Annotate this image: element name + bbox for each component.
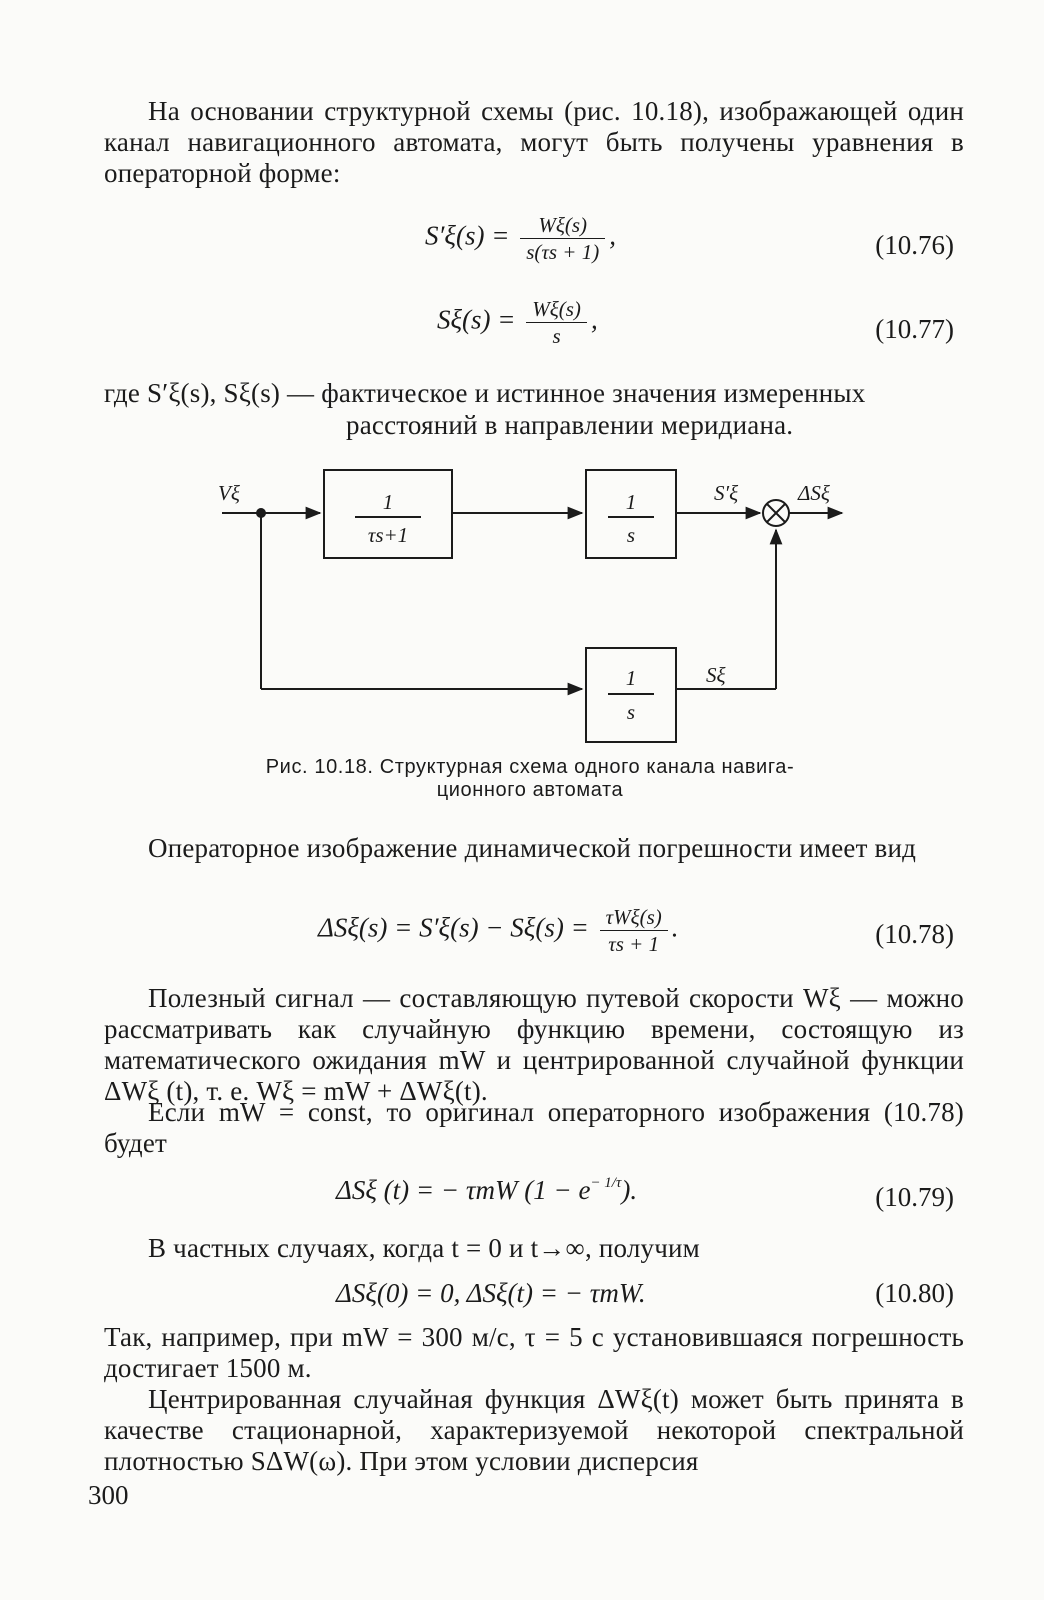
label-s: Sξ [706,663,726,687]
eq-76-lhs: S′ξ(s) = [425,220,510,251]
eq-80-number: (10.80) [875,1278,954,1308]
example-paragraph: Так, например, при mW = 300 м/с, τ = 5 с… [104,1322,964,1383]
figure-caption-line-2: ционного автомата [436,779,624,801]
label-input-v: Vξ [218,481,240,505]
block-3-denominator: s [627,700,635,724]
special-cases-paragraph: В частных случаях, когда t = 0 и t→∞, по… [148,1233,700,1263]
eq-76-tail: , [609,220,616,251]
intro-paragraph: На основании структурной схемы (рис. 10.… [104,96,964,188]
eq-79-number: (10.79) [875,1182,954,1212]
eq-76-number: (10.76) [875,230,954,260]
where-continuation: расстояний в направлении меридиана. [346,410,794,440]
signal-paragraph: Полезный сигнал — составляющую путевой с… [104,983,964,1106]
structural-diagram: Vξ 1 τs+1 1 s 1 s S′ξ ΔSξ Sξ [218,469,844,743]
eq-76-numerator: Wξ(s) [520,212,606,239]
label-s-prime: S′ξ [714,481,738,505]
eq-78-denominator: τs + 1 [608,932,660,956]
label-delta-s: ΔSξ [797,481,830,505]
eq-78-tail: . [671,912,679,943]
eq-80-body: ΔSξ(0) = 0, ΔSξ(t) = − τmW. [336,1278,646,1308]
eq-78-lhs: ΔSξ(s) = S′ξ(s) − Sξ(s) = [318,912,589,943]
eq-79-close: ). [621,1175,638,1205]
equation-10-77: Sξ(s) = Wξ(s) s , [437,296,598,349]
equation-10-80: ΔSξ(0) = 0, ΔSξ(t) = − τmW. [336,1278,646,1309]
eq-76-denominator: s(τs + 1) [526,240,600,264]
equation-10-76: S′ξ(s) = Wξ(s) s(τs + 1) , [425,212,616,265]
operator-paragraph: Операторное изображение динамической пог… [148,833,917,863]
block-2-numerator: 1 [626,490,637,514]
eq-77-number: (10.77) [875,314,954,344]
eq-78-number: (10.78) [875,919,954,949]
equation-10-78: ΔSξ(s) = S′ξ(s) − Sξ(s) = τWξ(s) τs + 1 … [318,904,679,957]
page-number: 300 [88,1480,129,1510]
block-3 [585,647,677,743]
eq-76-fraction: Wξ(s) s(τs + 1) [520,212,606,265]
eq-77-numerator: Wξ(s) [526,296,587,323]
block-2-denominator: s [627,523,635,547]
equation-10-79: ΔSξ (t) = − τmW (1 − e− 1/τ). [336,1175,637,1206]
block-1-denominator: τs+1 [368,523,408,547]
const-paragraph: Если mW = const, то оригинал операторног… [104,1097,964,1158]
eq-77-denominator: s [552,324,561,348]
eq-79-exponent: − 1/τ [590,1175,622,1191]
eq-77-fraction: Wξ(s) s [526,296,587,349]
eq-79-body: ΔSξ (t) = − τmW (1 − e [336,1175,591,1205]
eq-77-lhs: Sξ(s) = [437,304,516,335]
centered-function-paragraph: Центрированная случайная функция ΔWξ(t) … [104,1384,964,1476]
figure-caption-line-1: Рис. 10.18. Структурная схема одного кан… [265,756,795,778]
eq-77-tail: , [590,304,598,335]
block-1-numerator: 1 [383,490,394,514]
eq-78-fraction: τWξ(s) τs + 1 [599,904,668,957]
block-3-numerator: 1 [626,666,637,690]
where-line: где S′ξ(s), Sξ(s) — фактическое и истинн… [104,378,866,408]
eq-78-numerator: τWξ(s) [599,904,668,931]
